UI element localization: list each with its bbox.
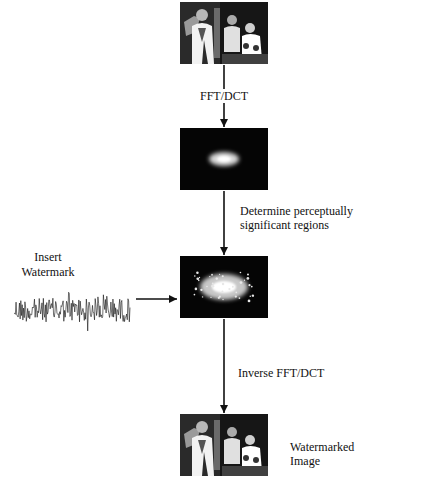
step-label: Determine perceptually significant regio… — [238, 204, 403, 233]
node-heading: Watermarked Image — [290, 440, 370, 469]
node-heading: Insert Watermark — [16, 250, 80, 279]
spectrum-image — [180, 128, 268, 190]
step-label: Inverse FFT/DCT — [236, 366, 326, 380]
watermarked-image: Watermarked Image — [180, 414, 268, 476]
step-label: FFT/DCT — [198, 89, 250, 103]
flow-arrow — [223, 319, 225, 413]
watermark-signal: Insert Watermark — [12, 282, 132, 340]
marked-spectrum — [180, 256, 268, 318]
flow-arrow — [223, 191, 225, 255]
source-image — [180, 2, 268, 64]
flow-arrow — [136, 298, 177, 300]
